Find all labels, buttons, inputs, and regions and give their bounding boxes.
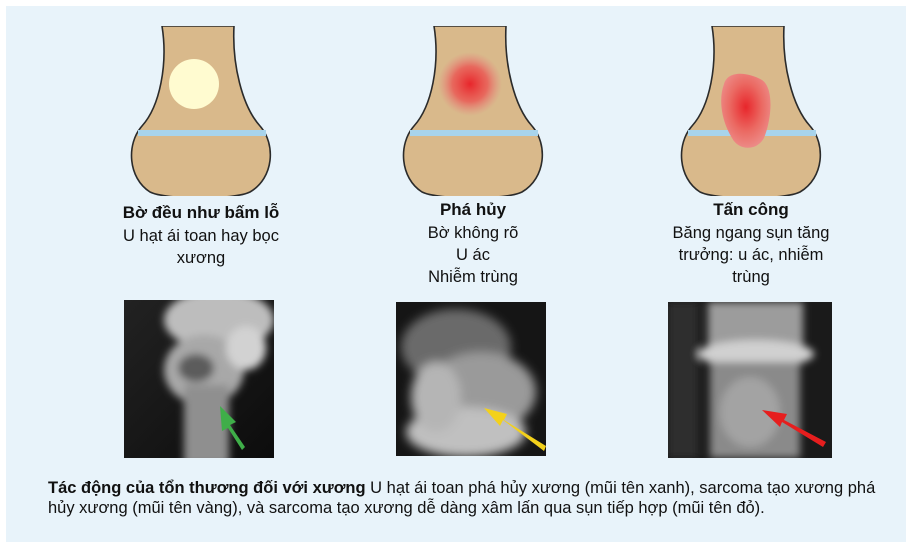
column-text-line: Băng ngang sụn tăng bbox=[646, 224, 856, 243]
column-text-line: trưởng: u ác, nhiễm bbox=[646, 246, 856, 265]
xray-image-osteosarcoma-destruction bbox=[396, 302, 546, 456]
xray-image-eosinophilic-granuloma bbox=[124, 300, 274, 458]
bone-diagram-destructive bbox=[398, 26, 548, 196]
caption-heading: Tác động của tổn thương đối với xương bbox=[48, 479, 366, 497]
bone-diagram-aggressive bbox=[676, 26, 826, 196]
destructive-lesion bbox=[438, 52, 502, 116]
column-title: Bờ đều như bấm lỗ bbox=[96, 203, 306, 223]
column-title: Phá hủy bbox=[388, 200, 558, 220]
column-text-line: Nhiễm trùng bbox=[388, 268, 558, 287]
xray-image-osteosarcoma-crossing-physis bbox=[668, 302, 832, 458]
growth-plate bbox=[138, 130, 266, 136]
column-text-line: Bờ không rõ bbox=[388, 224, 558, 243]
growth-plate bbox=[410, 130, 538, 136]
punched-out-lesion bbox=[169, 59, 219, 109]
column-text-line: U ác bbox=[388, 246, 558, 265]
column-text-line: xương bbox=[96, 249, 306, 268]
bone-shape bbox=[132, 26, 271, 196]
column-title: Tấn công bbox=[646, 200, 856, 220]
bone-diagram-punched-out bbox=[126, 26, 276, 196]
figure-caption: Tác động của tổn thương đối với xương U … bbox=[48, 478, 878, 518]
column-text-line: U hạt ái toan hay bọc bbox=[96, 227, 306, 246]
column-text-line: trùng bbox=[646, 268, 856, 287]
